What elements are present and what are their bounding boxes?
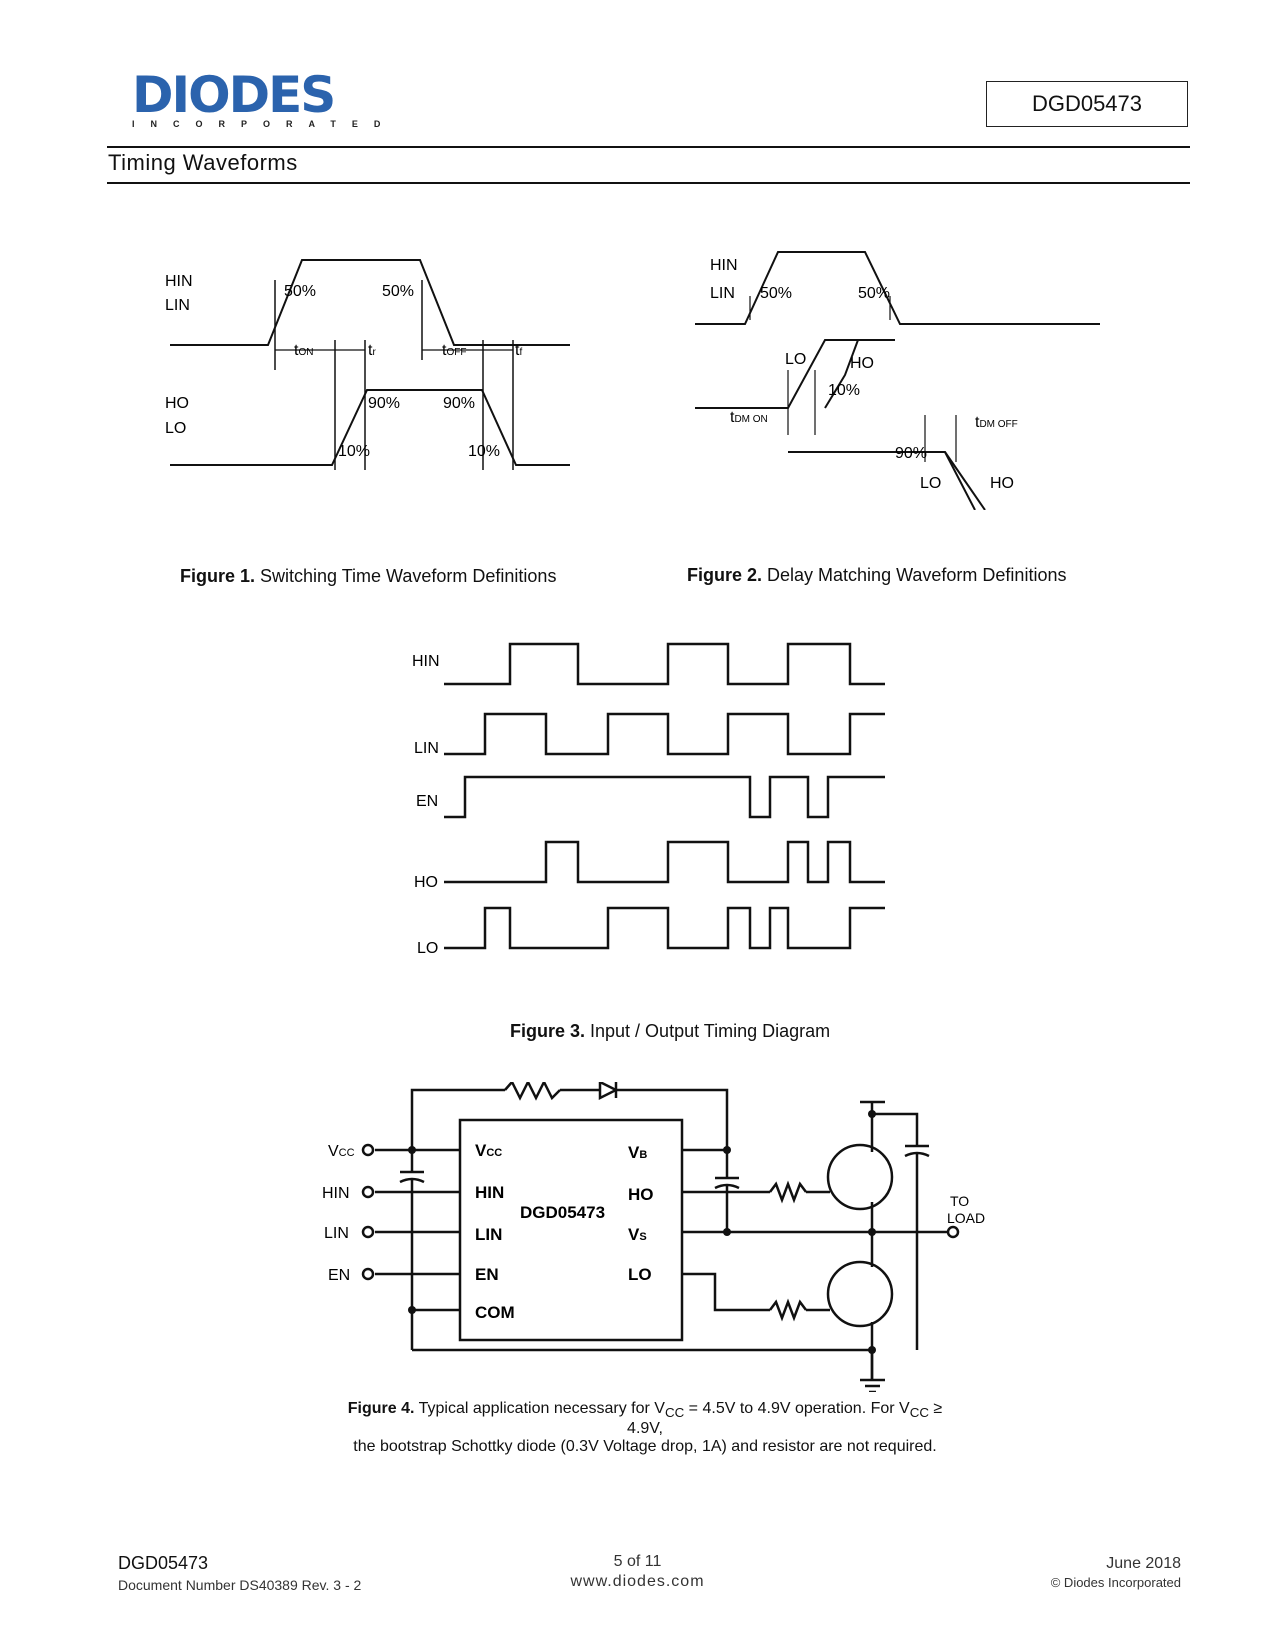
ic-ho-pin: HO (628, 1185, 654, 1204)
fig1-toff: tOFF (442, 342, 466, 359)
fig2-lo2-label: LO (920, 475, 941, 492)
fig3-lo-label: LO (417, 940, 438, 957)
figure3-diagram: HIN LIN EN HO LO (412, 642, 885, 957)
diodes-logo-subtitle: INCORPORATED (132, 119, 397, 129)
fig2-tdm-on: tDM ON (730, 409, 768, 426)
fig4-vcc-pin: VCC (328, 1143, 355, 1160)
fig1-50pct-fall: 50% (382, 283, 414, 300)
fig3-en-label: EN (416, 793, 438, 810)
fig4-load-label: LOAD (947, 1210, 985, 1226)
figure4-schematic: VCC HIN LIN EN TO LOAD VCC HIN LIN EN CO… (322, 1082, 985, 1392)
ic-name: DGD05473 (520, 1203, 605, 1222)
fig1-tr: tr (368, 342, 376, 359)
ic-com-pin: COM (475, 1303, 515, 1322)
ic-vcc-pin: VCC (475, 1141, 502, 1160)
fig2-lo-label: LO (785, 351, 806, 368)
fig1-ton: tON (294, 342, 313, 359)
fig3-ho-label: HO (414, 874, 438, 891)
figure3-caption: Figure 3. Input / Output Timing Diagram (510, 1021, 831, 1041)
fig3-hin-label: HIN (412, 653, 440, 670)
fig1-10pct-rise: 10% (338, 443, 370, 460)
figure2-caption: Figure 2. Delay Matching Waveform Defini… (687, 565, 1067, 585)
fig3-lin-label: LIN (414, 740, 439, 757)
ic-en-pin: EN (475, 1265, 499, 1284)
section-title: Timing Waveforms (108, 150, 298, 175)
fig2-50pct-fall: 50% (858, 285, 890, 302)
fig1-50pct-rise: 50% (284, 283, 316, 300)
fig2-tdm-off: tDM OFF (975, 414, 1018, 431)
fig1-90pct-rise: 90% (368, 395, 400, 412)
diodes-logo: DIODES (132, 66, 336, 124)
figure4-caption-line1: Figure 4. Typical application necessary … (347, 1400, 943, 1438)
ic-vb-pin: VB (628, 1143, 647, 1162)
fig2-10pct: 10% (828, 382, 860, 399)
figure4-caption: Figure 4. Typical application necessary … (340, 1400, 950, 1456)
fig2-90pct: 90% (895, 445, 927, 462)
ic-lo-pin: LO (628, 1265, 652, 1284)
header-rule-bottom (107, 182, 1190, 184)
fig1-hin-label: HIN (165, 273, 193, 290)
ic-lin-pin: LIN (475, 1225, 502, 1244)
fig1-ho-label: HO (165, 395, 189, 412)
figure1-caption: Figure 1. Switching Time Waveform Defini… (180, 566, 557, 586)
footer-url[interactable]: www.diodes.com (570, 1573, 705, 1590)
fig1-tf: tf (515, 342, 522, 359)
footer-doc-number: Document Number DS40389 Rev. 3 - 2 (118, 1577, 362, 1593)
fig2-lin-label: LIN (710, 285, 735, 302)
fig2-50pct-rise: 50% (760, 285, 792, 302)
fig4-en-pin: EN (328, 1267, 350, 1284)
part-number-box: DGD05473 (986, 81, 1188, 127)
fig4-lin-pin: LIN (324, 1225, 349, 1242)
fig1-90pct-fall: 90% (443, 395, 475, 412)
footer-date: June 2018 (1106, 1555, 1181, 1572)
fig1-10pct-fall: 10% (468, 443, 500, 460)
fig1-lin-label: LIN (165, 297, 190, 314)
footer-page: 5 of 11 (613, 1553, 662, 1570)
footer-part: DGD05473 (118, 1553, 209, 1573)
fig2-ho-label: HO (850, 355, 874, 372)
footer-copyright: © Diodes Incorporated (1050, 1575, 1181, 1590)
fig2-ho2-label: HO (990, 475, 1014, 492)
figure2-diagram: HIN LIN 50% 50% LO HO 10% 90% LO HO tDM … (695, 251, 1100, 510)
fig4-to-label: TO (950, 1193, 969, 1209)
figure1-diagram: HIN LIN HO LO 50% 50% 90% 90% 10% 10% tO… (165, 259, 570, 470)
fig1-lo-label: LO (165, 420, 186, 437)
part-number: DGD05473 (1031, 91, 1143, 116)
header-rule-top (107, 146, 1190, 148)
fig4-hin-pin: HIN (322, 1185, 350, 1202)
ic-vs-pin: VS (628, 1225, 647, 1244)
ic-hin-pin: HIN (475, 1183, 504, 1202)
figure4-caption-line2: the bootstrap Schottky diode (0.3V Volta… (353, 1438, 937, 1456)
fig2-hin-label: HIN (710, 257, 738, 274)
